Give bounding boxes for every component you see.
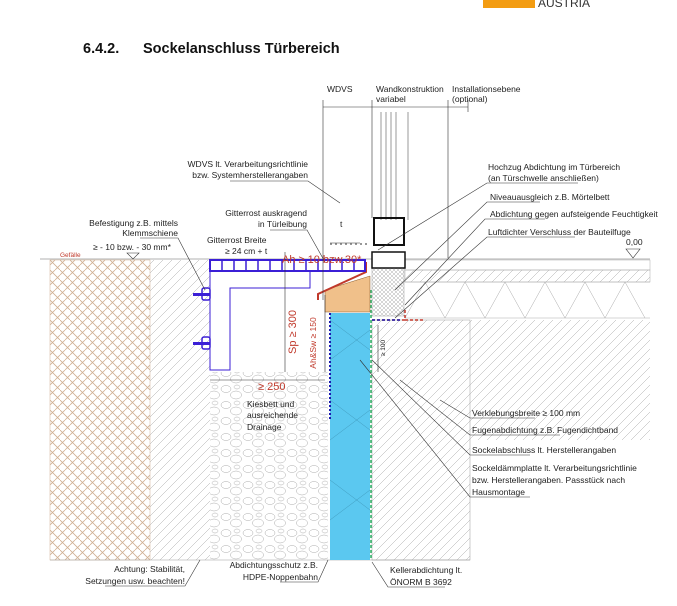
label-wandkonstruktion: Wandkonstruktion <box>376 84 444 94</box>
grating <box>193 259 366 371</box>
logo: AUSTRIA <box>483 0 590 10</box>
label-wdvs: WDVS <box>327 84 353 94</box>
label-wdvs-hersteller: bzw. Systemherstellerangaben <box>192 170 308 180</box>
label-luftdicht: Luftdichter Verschluss der Bauteilfuge <box>488 227 631 237</box>
floor-insulation <box>404 281 650 319</box>
label-sp: Sp ≥ 300 <box>287 310 299 354</box>
label-achtung-1: Achtung: Stabilität, <box>114 564 185 574</box>
gravel-bed <box>210 372 328 560</box>
earth-hatch <box>150 260 210 560</box>
label-gitter-auskragend: Gitterrost auskragend <box>225 208 307 218</box>
label-klemmschiene: Klemmschiene <box>122 228 178 238</box>
logo-text: AUSTRIA <box>538 0 590 10</box>
label-sockeldaemm-3: Hausmontage <box>472 487 525 497</box>
label-t: t <box>340 219 343 229</box>
label-hochzug-2: (an Türschwelle anschließen) <box>488 173 599 183</box>
label-keller-2: ÖNORM B 3692 <box>390 577 452 587</box>
label-gitter-breite: Gitterrost Breite <box>207 235 267 245</box>
label-100: ≥ 100 <box>380 340 387 357</box>
clamp-bolt-icon <box>193 287 211 301</box>
label-verklebung: Verklebungsbreite ≥ 100 mm <box>472 408 580 418</box>
label-hochzug: Hochzug Abdichtung im Türbereich <box>488 162 620 172</box>
dimension-lines <box>210 100 469 381</box>
floor-layer <box>404 269 651 283</box>
mortar-bed <box>371 267 405 317</box>
label-gefaelle: Gefälle <box>60 252 81 259</box>
label-schutz-2: HDPE-Noppenbahn <box>243 572 318 582</box>
label-installationsebene: Installationsebene <box>452 84 521 94</box>
label-kies-1: Kiesbett und <box>247 399 295 409</box>
page-title: Sockelanschluss Türbereich <box>143 41 340 57</box>
label-kies-2: ausreichende <box>247 410 298 420</box>
label-level: ≥ - 10 bzw. - 30 mm* <box>93 242 172 252</box>
label-250: ≥ 250 <box>258 381 285 393</box>
label-achtung-2: Setzungen usw. beachten! <box>85 576 185 586</box>
label-variabel: variabel <box>376 94 406 104</box>
label-optional: (optional) <box>452 94 488 104</box>
floor-screed <box>404 259 651 271</box>
label-sockeldaemm-2: bzw. Herstellerangaben. Passstück nach <box>472 475 625 485</box>
label-sockelabschluss: Sockelabschluss lt. Herstellerangaben <box>472 445 616 455</box>
clamp-bolt-icon <box>193 336 211 350</box>
logo-mark <box>483 0 535 8</box>
basement-wall <box>371 319 471 561</box>
label-level-zero: 0,00 <box>626 237 643 247</box>
base-insulation <box>330 313 370 560</box>
soil-area <box>49 259 151 561</box>
slab <box>470 320 650 440</box>
label-kies-3: Drainage <box>247 422 282 432</box>
label-schutz-1: Abdichtungsschutz z.B. <box>230 560 318 570</box>
label-wdvs-richtlinie: WDVS lt. Verarbeitungsrichtlinie <box>188 159 309 169</box>
insulation-lines <box>329 319 371 521</box>
label-niveauausgleich: Niveauausgleich z.B. Mörtelbett <box>490 192 610 202</box>
label-befestigung: Befestigung z.B. mittels <box>89 218 178 228</box>
section-number: 6.4.2. <box>83 41 119 57</box>
door-frame <box>371 112 409 269</box>
label-gitter-breite-value: ≥ 24 cm + t <box>225 246 268 256</box>
label-abdichtung: Abdichtung gegen aufsteigende Feuchtigke… <box>490 209 658 219</box>
label-sockeldaemm-1: Sockeldämmplatte lt. Verarbeitungsrichtl… <box>472 463 637 473</box>
label-ahsw: Ah&Sw ≥ 150 <box>308 317 318 369</box>
label-tuerleibung: in Türleibung <box>258 219 307 229</box>
label-keller-1: Kellerabdichtung lt. <box>390 565 462 575</box>
label-ah: Ah ≥ 10 bzw.30* <box>282 254 362 266</box>
label-fugenabdichtung: Fugenabdichtung z.B. Fugendichtband <box>472 425 618 435</box>
